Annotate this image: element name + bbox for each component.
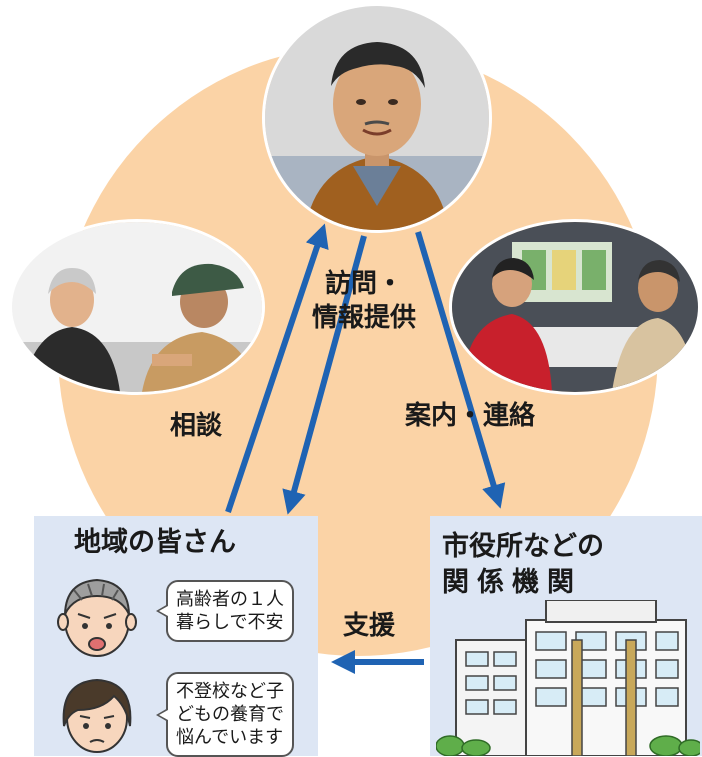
label-guide-contact: 案内・連絡 <box>405 401 536 431</box>
residents-box: 地域の皆さん 高齢者の１人 暮らしで不安 不登校など子 どもの養育で 悩んでいま… <box>34 516 318 757</box>
elder-speech-bubble: 高齢者の１人 暮らしで不安 <box>156 580 294 643</box>
photo-guidance-at-office <box>452 222 698 392</box>
photo-volunteer-portrait <box>265 6 489 230</box>
photo-consultation-elderly-woman <box>12 222 262 392</box>
agencies-box: 市役所などの 関係機関 <box>430 516 702 756</box>
label-support: 支援 <box>343 611 396 641</box>
agencies-title-line2: 関係機関 <box>442 567 582 598</box>
parent-speech-bubble: 不登校など子 どもの養育で 悩んでいます <box>156 672 294 757</box>
label-visit-info: 訪問・ 情報提供 <box>312 269 417 333</box>
label-consult: 相談 <box>170 411 223 441</box>
worried-elder-icon <box>57 578 137 657</box>
city-hall-building-icon <box>436 600 700 756</box>
agencies-title-line1: 市役所などの <box>442 531 604 562</box>
residents-title: 地域の皆さん <box>74 527 236 558</box>
worried-parent-icon <box>62 678 132 753</box>
